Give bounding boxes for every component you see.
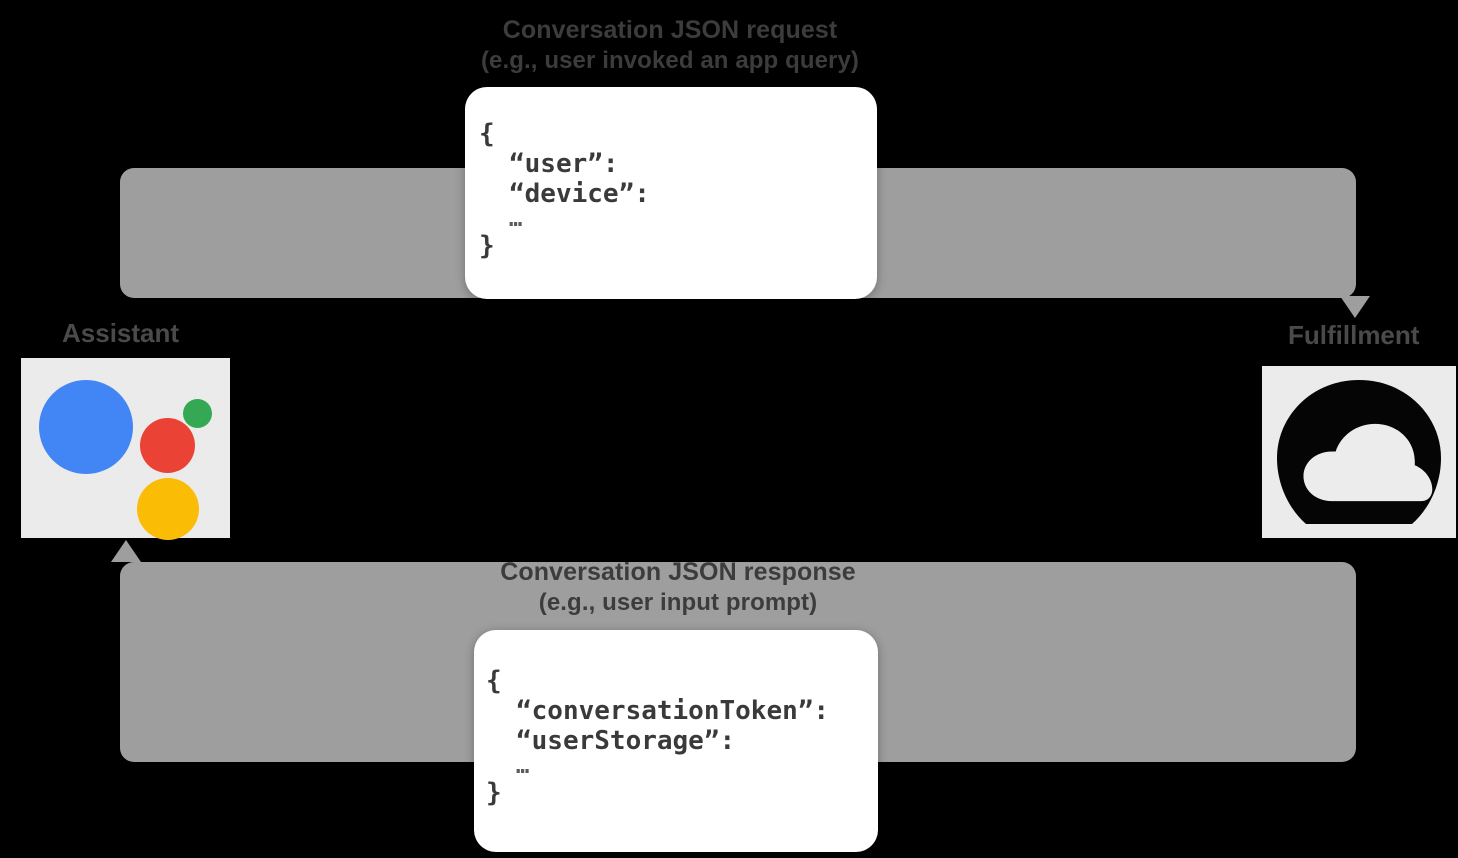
request-json-open-brace: { — [479, 119, 495, 149]
request-json-close-brace: } — [479, 231, 495, 262]
response-json-close-brace: } — [486, 778, 502, 809]
google-assistant-icon — [21, 358, 230, 540]
response-json-key-conversationtoken: “conversationToken”: — [516, 696, 830, 727]
request-flow-title: Conversation JSON request — [502, 16, 838, 44]
fulfillment-node-label: Fulfillment — [1288, 320, 1420, 350]
request-json-key-device: “device”: — [509, 179, 650, 210]
request-json-card: { “user”: “device”: … } — [465, 87, 877, 299]
arrow-down-icon — [1340, 296, 1370, 318]
assistant-dot-blue-icon — [39, 380, 133, 474]
response-flow-label: Conversation JSON response (e.g., user i… — [0, 556, 1356, 619]
assistant-dot-red-icon — [140, 418, 195, 473]
cloud-glyph-icon — [1273, 376, 1445, 528]
assistant-node-label: Assistant — [62, 318, 180, 348]
response-json-card: { “conversationToken”: “userStorage”: … … — [474, 630, 878, 852]
response-json-open-brace: { — [486, 666, 502, 696]
request-json-key-user: “user”: — [509, 149, 619, 180]
request-flow-label: Conversation JSON request (e.g., user in… — [0, 14, 1340, 77]
assistant-dot-yellow-icon — [137, 478, 199, 540]
response-flow-subtitle: (e.g., user input prompt) — [538, 589, 818, 616]
response-json-key-userstorage: “userStorage”: — [516, 726, 736, 757]
cloud-icon — [1262, 366, 1456, 538]
response-flow-title: Conversation JSON response — [500, 558, 856, 586]
assistant-dot-green-icon — [183, 399, 212, 428]
arrow-up-icon — [111, 540, 141, 562]
request-json-ellipsis: … — [509, 207, 523, 233]
request-flow-subtitle: (e.g., user invoked an app query) — [480, 47, 860, 74]
response-json-ellipsis: … — [516, 754, 530, 780]
